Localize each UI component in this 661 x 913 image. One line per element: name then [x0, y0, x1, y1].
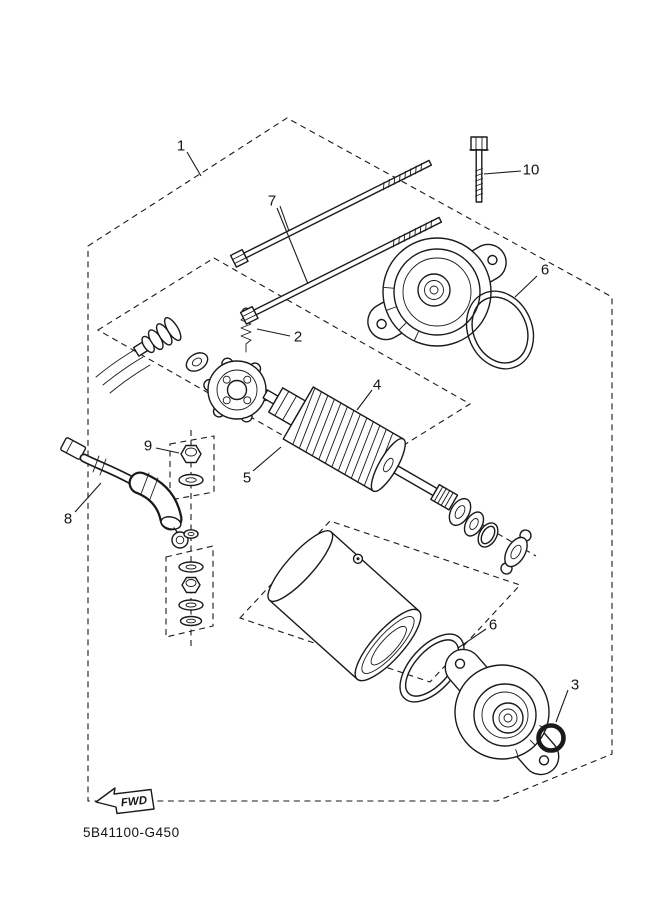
leader-4 [356, 389, 373, 411]
o-ring-small [536, 723, 566, 753]
fwd-marker: FWD [95, 787, 155, 815]
callout-6a: 6 [541, 262, 549, 279]
callout-3: 3 [571, 677, 579, 694]
leader-6b [457, 628, 487, 649]
small-ring [183, 529, 199, 539]
leader-8 [74, 482, 102, 513]
starter-cable [60, 437, 189, 549]
leader-5 [252, 446, 282, 472]
fwd-label: FWD [120, 795, 147, 810]
callout-leader-lines [74, 151, 569, 723]
yoke-housing [267, 530, 422, 682]
callout-2: 2 [294, 329, 302, 346]
callout-4: 4 [373, 377, 381, 394]
cable-boot [128, 471, 183, 531]
callout-8: 8 [64, 511, 72, 528]
callout-9: 9 [144, 438, 152, 455]
terminal-hardware-box-lower-dashed [165, 545, 214, 638]
bearing-retainer [500, 529, 532, 575]
outer-boundary-dashed [87, 117, 613, 802]
terminal-washer-upper [178, 473, 204, 487]
callout-1: 1 [177, 138, 185, 155]
leader-9 [155, 447, 180, 454]
armature [262, 386, 459, 511]
callout-10: 10 [523, 162, 540, 179]
leader-7b [276, 207, 309, 285]
shaft-washers [448, 497, 499, 548]
leader-7a [279, 205, 290, 232]
leader-6a [514, 275, 538, 298]
callout-6b: 6 [489, 617, 497, 634]
callout-5: 5 [243, 470, 251, 487]
o-ring-rear [399, 633, 465, 703]
rear-bracket [444, 648, 560, 776]
flange-bolt [469, 136, 489, 203]
fwd-arrow-flag [95, 787, 155, 815]
front-bracket [367, 237, 507, 347]
brush-lead-wires [95, 348, 151, 394]
brush-holder-plate [203, 357, 271, 423]
leader-3 [555, 689, 569, 723]
callout-7: 7 [268, 193, 276, 210]
insulator-washer [185, 352, 209, 372]
through-bolt-upper [229, 159, 433, 268]
brush-assembly-box-dashed [96, 257, 472, 477]
rubber-grommet [132, 317, 182, 357]
terminal-nut [180, 444, 202, 464]
leader-10 [483, 170, 522, 175]
hardware-stack [178, 561, 204, 627]
o-ring-front [465, 290, 535, 370]
leader-1 [186, 151, 202, 177]
diagram-code: 5B41100-G450 [83, 825, 180, 840]
leader-2 [256, 328, 291, 337]
through-bolt-lower [239, 216, 443, 325]
